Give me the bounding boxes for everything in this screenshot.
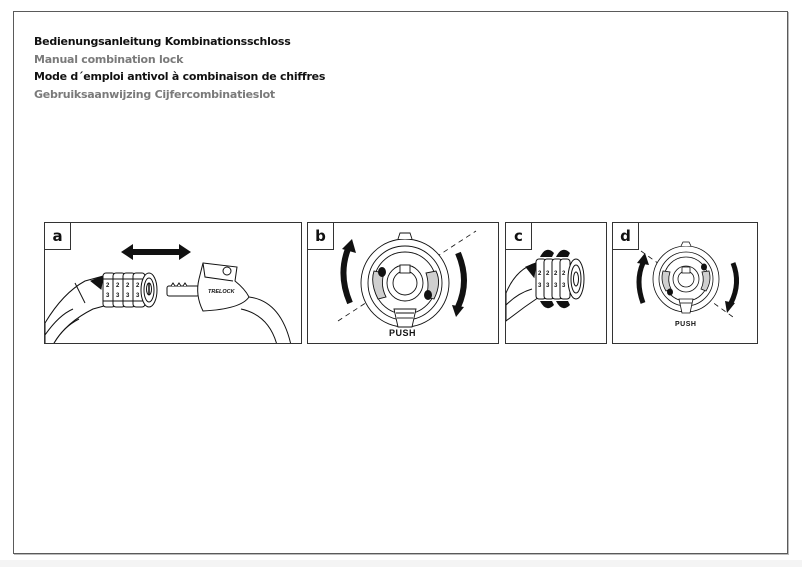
svg-text:2: 2: [538, 271, 542, 277]
title-english: Manual combination lock: [34, 52, 184, 66]
svg-text:2: 2: [106, 283, 110, 289]
panel-b-label: b: [308, 223, 334, 250]
svg-text:3: 3: [106, 293, 110, 299]
svg-text:2: 2: [562, 271, 566, 277]
svg-text:3: 3: [546, 283, 550, 289]
svg-text:2: 2: [136, 283, 140, 289]
title-dutch: Gebruiksaanwijzing Cijfercombinatieslot: [34, 87, 275, 101]
lock-cylinder-end-view: [337, 230, 477, 328]
svg-text:3: 3: [554, 283, 558, 289]
lock-cylinder-end-view-reverse: [636, 241, 739, 318]
svg-text:3: 3: [126, 293, 130, 299]
double-arrow-icon: [121, 244, 191, 260]
svg-text:2: 2: [126, 283, 130, 289]
brand-text: TRELOCK: [208, 289, 236, 295]
svg-text:2: 2: [116, 283, 120, 289]
svg-text:3: 3: [562, 283, 566, 289]
push-label-d: PUSH: [675, 321, 697, 328]
document-titles: Bedienungsanleitung Kombinationsschloss …: [34, 33, 325, 103]
svg-text:3: 3: [116, 293, 120, 299]
title-german: Bedienungsanleitung Kombinationsschloss: [34, 35, 291, 48]
bottom-strip: [0, 560, 802, 567]
svg-text:2: 2: [546, 271, 550, 277]
panel-d-label: d: [613, 223, 639, 250]
svg-text:2: 2: [554, 271, 558, 277]
panel-b: b PUSH: [307, 222, 499, 344]
panel-c-label: c: [506, 223, 532, 250]
panel-a-label: a: [45, 223, 71, 250]
svg-text:3: 3: [538, 283, 542, 289]
svg-text:3: 3: [136, 293, 140, 299]
title-french: Mode d´emploi antivol à combinaison de c…: [34, 70, 326, 83]
push-label-b: PUSH: [389, 328, 417, 338]
panel-d: d PUSH: [612, 222, 758, 344]
